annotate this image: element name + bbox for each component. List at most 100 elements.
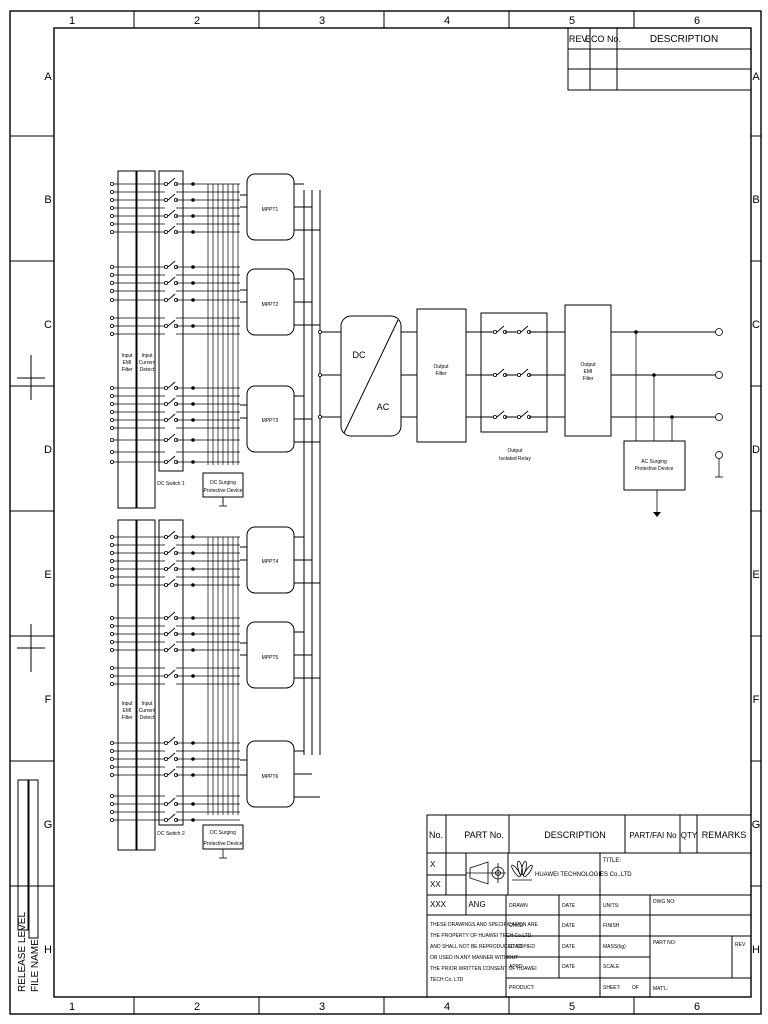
group3-input1-junction — [191, 386, 195, 390]
group6-input7-junction — [191, 802, 195, 806]
group1-input5-terminal — [110, 213, 115, 218]
tolerance-xx: XX — [430, 880, 441, 889]
group6-input3-terminal — [110, 757, 115, 762]
dc-switch-1-label: DC Switch 1 — [157, 481, 185, 487]
dc-spd-1-label-line1: DC Surging — [210, 480, 236, 486]
notice-line-3: AND SHALL NOT BE REPRODUCED COPIED — [430, 944, 535, 950]
group4-input5-junction — [191, 567, 195, 571]
col-label-bottom-5: 5 — [569, 1001, 575, 1013]
group1-input7-junction — [191, 230, 195, 234]
mass-label: MASS(kg) — [603, 944, 626, 950]
group2-input5-junction — [191, 298, 195, 302]
group2-input2-terminal — [110, 272, 115, 277]
group5-input1-switch-blade — [167, 611, 176, 619]
group2-input5-terminal — [110, 297, 115, 302]
row-label-left-c: C — [44, 319, 52, 331]
release-file-strip: RELEASE LEVEL FILE NAME — [17, 779, 41, 992]
row-label-left-f: F — [45, 694, 52, 706]
tolerance-x: X — [430, 860, 436, 869]
relay-contact-b-2-blade — [520, 368, 529, 376]
group1-input3-junction — [191, 198, 195, 202]
output-relay-label-line2: Isolated Relay — [499, 456, 531, 462]
group4-input7-switch-blade — [167, 578, 176, 586]
group2-input7-terminal — [110, 323, 115, 328]
dc-spd-2-label-line2: Protective Device — [204, 841, 243, 847]
group4-input3-switch-blade — [167, 546, 176, 554]
notice-line-5: THE PRIOR WRITTEN CONSENT OF HUAWEI — [430, 966, 537, 972]
scale-label: SCALE — [603, 964, 620, 970]
group6-input5-switch-contact-a — [163, 773, 168, 778]
row-label-left-e: E — [44, 569, 51, 581]
ac-spd-tap-node-1 — [634, 330, 638, 334]
group6-input5-junction — [191, 773, 195, 777]
group6-input5-terminal — [110, 773, 115, 778]
group3-input3-junction — [191, 402, 195, 406]
row-label-left-d: D — [44, 444, 52, 456]
eco-no-header: ECO No. — [585, 34, 621, 44]
row-label-right-f: F — [753, 694, 760, 706]
group4-input1-junction — [191, 535, 195, 539]
group4-input2-terminal — [110, 543, 115, 548]
drawn-label: DRAWN — [509, 903, 528, 909]
output-filter-label-line2: Filter — [435, 371, 446, 377]
group3-input5-switch-contact-a — [163, 417, 168, 422]
input-current-detect-upper-block — [136, 170, 156, 509]
group6-input6-terminal — [110, 794, 115, 799]
input-current-detect-lower-block — [136, 519, 156, 851]
row-label-right-a: A — [752, 71, 760, 83]
group2-input7-switch-contact-a — [163, 323, 168, 328]
ac-output-terminal-2 — [715, 371, 723, 379]
output-relay-block — [480, 312, 548, 433]
group6-input2-terminal — [110, 749, 115, 754]
input-current-detect-label-lower-1: Input — [141, 701, 153, 707]
approved-label: APPD — [509, 964, 523, 970]
huawei-logo-icon — [511, 860, 533, 881]
dc-spd-1-label-line2: Protective Device — [204, 488, 243, 494]
group6-input3-switch-blade — [167, 752, 176, 760]
group6-input1-junction — [191, 741, 195, 745]
group4-input3-switch-contact-a — [163, 551, 168, 556]
group4-input4-terminal — [110, 559, 115, 564]
group5-input2-terminal — [110, 624, 115, 629]
row-label-left-h: H — [44, 944, 52, 956]
group1-input7-switch-blade — [167, 225, 176, 233]
product-label: PRODUCT: — [509, 985, 535, 991]
input-emi-filter-lower-block — [117, 519, 137, 851]
input-emi-filter-label-upper-2: EMI — [123, 360, 132, 366]
input-emi-filter-label-upper-3: Filter — [121, 367, 132, 373]
group1-input5-switch-blade — [167, 209, 176, 217]
group1-input1-terminal — [110, 181, 115, 186]
group3-input7-junction — [191, 438, 195, 442]
group1-input5-switch-contact-a — [163, 213, 168, 218]
input-emi-filter-label-lower-2: EMI — [123, 708, 132, 714]
relay-contact-a-2-blade — [496, 368, 505, 376]
group6-input4-terminal — [110, 765, 115, 770]
tb-header-no: No. — [429, 830, 443, 840]
revision-description-header: DESCRIPTION — [650, 34, 718, 45]
group4-input6-terminal — [110, 575, 115, 580]
title-label: TITLE: — [603, 858, 621, 864]
group5-input1-terminal — [110, 616, 115, 621]
mppt5-label: MPPT5 — [262, 655, 279, 661]
group3-input5-terminal — [110, 417, 115, 422]
relay-contact-a-1-blade — [496, 325, 505, 333]
dc-ac-label-dc: DC — [353, 350, 366, 360]
group2-input3-terminal — [110, 280, 115, 285]
group4-input1-terminal — [110, 535, 115, 540]
sheet-label: SHEET: — [603, 985, 621, 991]
group4-input7-switch-contact-a — [163, 583, 168, 588]
group3-input8-terminal — [110, 449, 115, 454]
group6-input7-switch-blade — [167, 797, 176, 805]
group1-input3-switch-blade — [167, 193, 176, 201]
group6-input7-terminal — [110, 802, 115, 807]
tb-header-remarks: REMARKS — [702, 830, 747, 840]
group3-input4-terminal — [110, 409, 115, 414]
col-label-top-5: 5 — [569, 15, 575, 27]
group3-input5-switch-blade — [167, 413, 176, 421]
group2-input1-junction — [191, 265, 195, 269]
dc-ac-label-ac: AC — [377, 402, 390, 412]
output-emi-label-line3: Filter — [582, 376, 593, 382]
relay-contact-b-1-contact-a — [517, 329, 522, 334]
input-current-detect-label-lower-2: Current — [139, 708, 156, 714]
notice-line-6: TECH Co. LTD — [430, 977, 464, 983]
